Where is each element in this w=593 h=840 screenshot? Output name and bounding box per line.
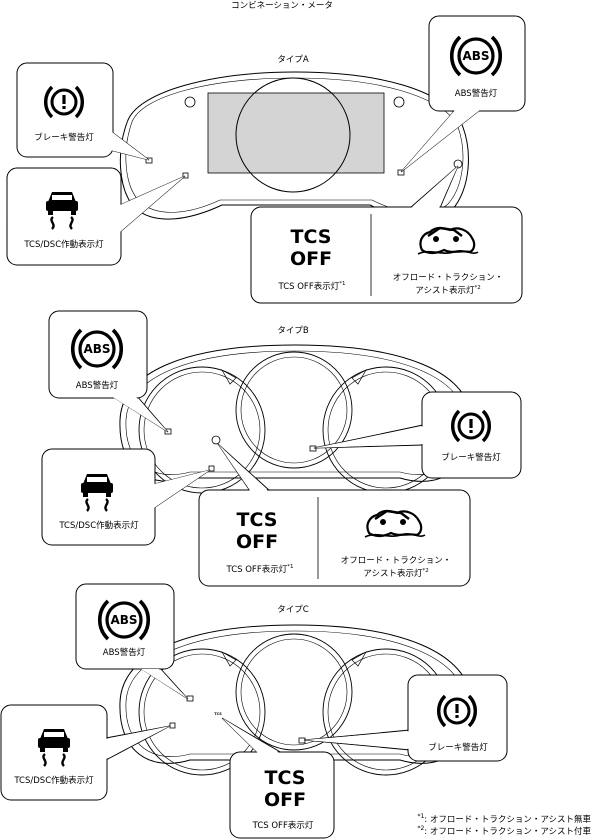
type-b-brake-label: ブレーキ警告灯 (441, 452, 501, 463)
note1-mark: *1 (287, 564, 293, 570)
type-b-brake-callout: ブレーキ警告灯 (313, 391, 522, 479)
type-b-section: タイプB ABS ABS警告灯 TCS/DSC作動表示灯 (41, 310, 522, 587)
type-a-label: タイプA (277, 55, 309, 65)
type-a-brake-label: ブレーキ警告灯 (34, 132, 94, 143)
type-a-tcs-dsc-callout: TCS/DSC作動表示灯 (6, 167, 186, 266)
type-a-center-gauge (235, 77, 351, 193)
type-c-brake-label: ブレーキ警告灯 (428, 742, 488, 753)
type-c-tcs-small-mark: TCS (214, 712, 222, 716)
type-a-tcs-dsc-label: TCS/DSC作動表示灯 (23, 239, 104, 250)
type-b-tcs-off-icon-line1: TCS (237, 509, 278, 531)
type-a-tcs-off-callout: TCS OFF TCS OFF表示灯*1 オフロード・トラクション・ アシスト表… (250, 165, 523, 304)
note1-mark: *1 (339, 281, 345, 287)
type-a-tcs-off-icon-line2: OFF (290, 248, 332, 270)
footnote-2-mark: *2 (417, 825, 425, 832)
svg-text:TCS OFF表示灯*1: TCS OFF表示灯*1 (278, 281, 346, 292)
type-a-offroad-label-line1: オフロード・トラクション・ (393, 273, 504, 283)
type-c-tcs-dsc-label: TCS/DSC作動表示灯 (13, 775, 94, 786)
footnote-2: *2: オフロード・トラクション・アシスト付車 (417, 823, 591, 838)
type-a-brake-callout: ブレーキ警告灯 (16, 62, 150, 161)
type-b-abs-label: ABS警告灯 (76, 380, 119, 391)
footnote-1-text: : オフロード・トラクション・アシスト無車 (424, 814, 591, 825)
type-c-section: タイプC TCS ABS ABS警告灯 TCS/DSC作動 (0, 583, 508, 839)
type-c-tcs-off-icon-line2: OFF (264, 789, 306, 811)
diagram-title: コンビネーション・メータ (231, 1, 333, 11)
type-b-abs-callout: ABS ABS警告灯 (48, 310, 169, 433)
type-b-cluster-outline (119, 344, 473, 482)
type-b-tcs-dsc-callout: TCS/DSC作動表示灯 (41, 448, 211, 546)
type-b-tcs-dsc-label: TCS/DSC作動表示灯 (58, 520, 139, 531)
type-c-label: タイプC (277, 605, 309, 615)
type-b-abs-icon-text: ABS (83, 342, 110, 356)
type-b-label: タイプB (277, 326, 309, 336)
type-c-tcs-off-label: TCS OFF表示灯 (252, 820, 314, 831)
type-c-abs-callout: ABS ABS警告灯 (75, 583, 189, 700)
svg-text:アシスト表示灯*2: アシスト表示灯*2 (363, 568, 428, 579)
type-a-section: タイプA ブレーキ警告灯 TCS/DSC作動表示灯 (6, 15, 526, 304)
type-a-display-screen (207, 92, 385, 174)
type-a-offroad-label-line2: アシスト表示灯 (415, 285, 475, 296)
type-b-tcs-off-icon-line2: OFF (236, 531, 278, 553)
type-c-abs-icon-text: ABS (110, 613, 137, 627)
type-a-abs-icon-text: ABS (462, 49, 489, 63)
type-a-abs-callout: ABS ABS警告灯 (400, 15, 526, 173)
type-c-brake-callout: ブレーキ警告灯 (303, 674, 508, 762)
footnote-1-mark: *1 (417, 813, 425, 820)
type-c-tcs-dsc-callout: TCS/DSC作動表示灯 (0, 704, 171, 801)
type-a-tcs-off-label: TCS OFF表示灯 (278, 281, 340, 292)
footnote-1: *1: オフロード・トラクション・アシスト無車 (417, 811, 591, 826)
type-a-tcs-off-icon-line1: TCS (291, 226, 332, 248)
type-b-tcs-off-callout: TCS OFF TCS OFF表示灯*1 オフロード・トラクション・ アシスト表… (198, 443, 471, 587)
type-a-abs-label: ABS警告灯 (455, 88, 498, 99)
type-b-offroad-label-line1: オフロード・トラクション・ (341, 556, 452, 566)
svg-text:アシスト表示灯*2: アシスト表示灯*2 (415, 285, 480, 296)
type-c-abs-label: ABS警告灯 (103, 647, 146, 658)
type-b-tcs-off-label: TCS OFF表示灯 (226, 564, 288, 575)
type-c-tcs-off-icon-line1: TCS (265, 767, 306, 789)
note2-mark: *2 (422, 568, 428, 574)
type-c-tcs-off-callout: TCS OFF TCS OFF表示灯 (221, 717, 335, 839)
note2-mark: *2 (474, 285, 480, 291)
svg-text:TCS OFF表示灯*1: TCS OFF表示灯*1 (226, 564, 294, 575)
type-b-offroad-label-line2: アシスト表示灯 (363, 568, 423, 579)
footnote-2-text: : オフロード・トラクション・アシスト付車 (424, 826, 591, 837)
